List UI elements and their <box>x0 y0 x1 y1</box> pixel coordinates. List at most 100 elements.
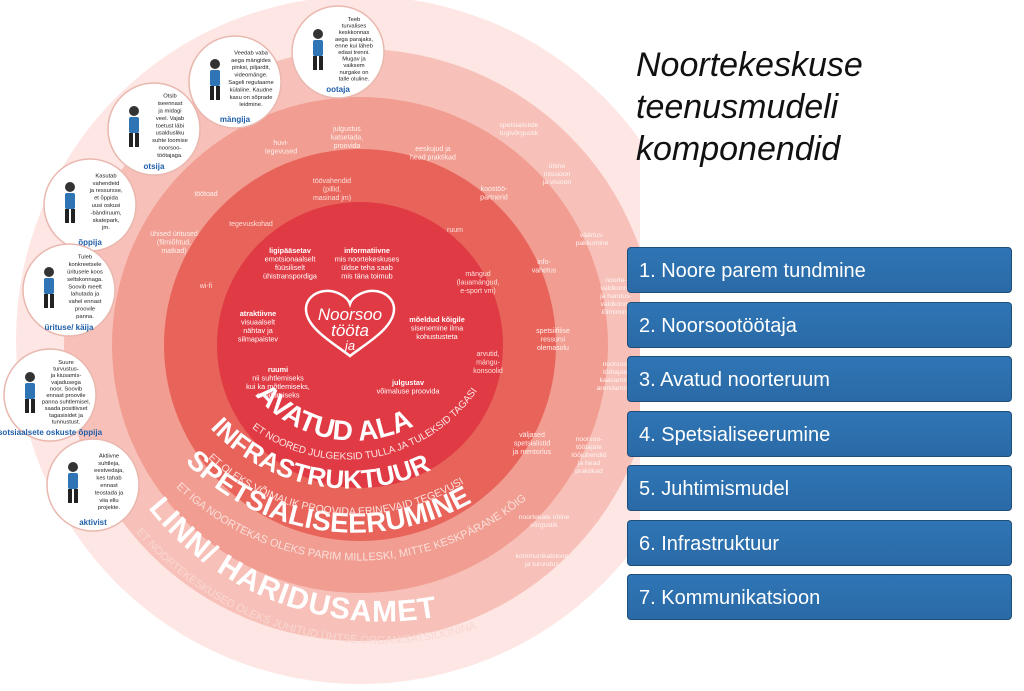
persona-description-line: nurgake on <box>339 70 368 76</box>
persona-description-line: noorsoo- <box>159 146 182 152</box>
component-box-3[interactable]: 3. Avatud noorteruum <box>627 356 1012 402</box>
persona-label-line: mängija <box>220 115 251 124</box>
persona-description-line: teostada ja <box>95 490 124 496</box>
persona-description-line: panna. <box>76 314 94 320</box>
persona-description-line: toetust läbi <box>156 123 184 129</box>
infrastruktuur-item-line: e-sport vm) <box>460 288 495 295</box>
infrastruktuur-item-line: (pillid, <box>323 187 341 194</box>
persona-circle <box>188 35 282 129</box>
infrastruktuur-item-line: konsoolid <box>473 368 503 375</box>
persona-description-line: turvalises <box>342 24 367 30</box>
linn-item-line: noortekate ühine <box>519 514 570 521</box>
persona-description-line: suhtleja, <box>98 461 120 467</box>
title-line: Noortekeskuse <box>636 46 863 84</box>
persona-description-line: ja midagi <box>157 109 181 115</box>
component-box-6[interactable]: 6. Infrastruktuur <box>627 519 1012 566</box>
avatud-ala-item-line: informatiivne <box>344 246 390 255</box>
persona-label-line: ootaja <box>326 85 350 94</box>
avatud-ala-item-line: emotsionaalselt <box>265 255 316 264</box>
component-box-2[interactable]: 2. Noorsootöötaja <box>627 301 1012 348</box>
persona-label: ootaja <box>326 85 350 94</box>
title-line: komponendid <box>636 130 841 168</box>
persona-description-line: kasu on sõprade <box>230 95 273 101</box>
title-line: teenusmudeli <box>636 88 839 126</box>
logo-line3: ja <box>343 338 355 353</box>
linn-item-line: ühine <box>549 163 566 170</box>
persona-description-line: usaldusliku <box>156 131 185 137</box>
spetsialiseerumine-item-line: olemasolu <box>537 345 569 352</box>
service-model-diagram: LINN/ HARIDUSAMET ET NOORTEKESKUSED OLEK… <box>0 0 640 684</box>
persona-description-line: enne kui läheb <box>335 43 373 49</box>
persona-description-line: eestvedaja, <box>94 468 124 474</box>
persona-description-line: aega parajaks, <box>335 37 373 43</box>
persona-description-line: Veedab vaba <box>234 50 269 56</box>
persona-circle <box>46 438 140 532</box>
infrastruktuur-item-line: mängud <box>465 271 490 278</box>
persona-label: sotsiaalsete oskuste õppija <box>0 428 103 437</box>
spetsialiseerumine-item-line: spetsiifilise <box>536 328 570 335</box>
component-box-5[interactable]: 5. Juhtimismudel <box>627 465 1012 511</box>
persona-description-line: üritusele koos <box>67 270 103 276</box>
avatud-ala-item-line: võimaluse proovida <box>377 387 441 396</box>
persona-description-line: jm. <box>101 225 110 231</box>
persona-description-line: vahel ennast <box>69 299 102 305</box>
avatud-ala-item-line: füüsiliselt <box>275 263 305 272</box>
spetsialiseerumine-item: huvi-tegevused <box>265 140 297 156</box>
infrastruktuur-item-line: (lauamängud, <box>457 280 500 287</box>
persona-description-line: talle oluline. <box>339 76 370 82</box>
avatud-ala-item-line: visuaalselt <box>241 318 275 327</box>
persona-label-line: aktivist <box>79 518 107 527</box>
persona-description-line: kes tahab <box>96 476 121 482</box>
linn-item-line: valdkonna <box>601 301 632 308</box>
avatud-ala-item-line: nähtav ja <box>243 326 274 335</box>
infrastruktuur-item-line: arvutid, <box>477 351 500 358</box>
spetsialiseerumine-item-line: matkad) <box>161 248 186 255</box>
linn-item-line: ja head <box>577 460 601 467</box>
persona-description-line: et õppida <box>94 196 119 202</box>
component-box-1[interactable]: 1. Noore parem tundmine <box>627 247 1012 293</box>
linn-item-line: praktikad <box>575 468 603 475</box>
avatud-ala-item-line: kui ka mõtlemiseks, <box>246 382 310 391</box>
component-box-7[interactable]: 7. Kommunikatsioon <box>627 574 1012 620</box>
infrastruktuur-item: wi-fi <box>199 283 213 290</box>
persona-label: ürituse/ käija <box>45 323 94 332</box>
infrastruktuur-item: arvutid,mängu-konsoolid <box>473 351 503 375</box>
persona-description-line: skatepark, <box>93 218 120 224</box>
linn-item-line: tugivõrgustik <box>500 130 539 137</box>
avatud-ala-item-line: kohustusteta <box>416 332 458 341</box>
persona-description-line: aega mängides <box>231 58 271 64</box>
persona-label-line: ürituse/ käija <box>45 323 94 332</box>
infrastruktuur-item-line: ruum <box>447 227 463 234</box>
linn-item: väärtus-pakkumine <box>576 232 609 247</box>
persona-figure-icon <box>313 29 323 70</box>
infrastruktuur-item-line: wi-fi <box>199 283 213 290</box>
linn-item-line: noorte- <box>605 277 627 284</box>
persona-description-line: noor. Soovib <box>50 386 82 392</box>
component-list: 1. Noore parem tundmine 2. Noorsootöötaj… <box>627 247 1012 629</box>
spetsialiseerumine-item: ühised üritused(filmiõhtud,matkad) <box>150 231 198 255</box>
avatud-ala-item-line: ruumi <box>268 365 288 374</box>
persona-description-line: vajadusega <box>51 380 81 386</box>
persona-label: otsija <box>144 162 165 171</box>
persona-description-line: saada positiivset <box>45 406 88 412</box>
persona-description-line: turvustus- <box>53 367 79 373</box>
persona-description-line: pinksi, piljardit, <box>232 65 270 71</box>
infrastruktuur-item-line: masinad jm) <box>313 195 351 202</box>
persona-description-line: külaline. Kaudne <box>230 87 273 93</box>
component-box-4[interactable]: 4. Spetsialiseerumine <box>627 410 1012 457</box>
avatud-ala-item-line: ühistranspordiga <box>263 272 318 281</box>
linn-item-line: töötajate <box>576 444 602 451</box>
spetsialiseerumine-item-line: julgustus <box>332 126 361 133</box>
logo-line1: Noorsoo <box>318 305 382 324</box>
